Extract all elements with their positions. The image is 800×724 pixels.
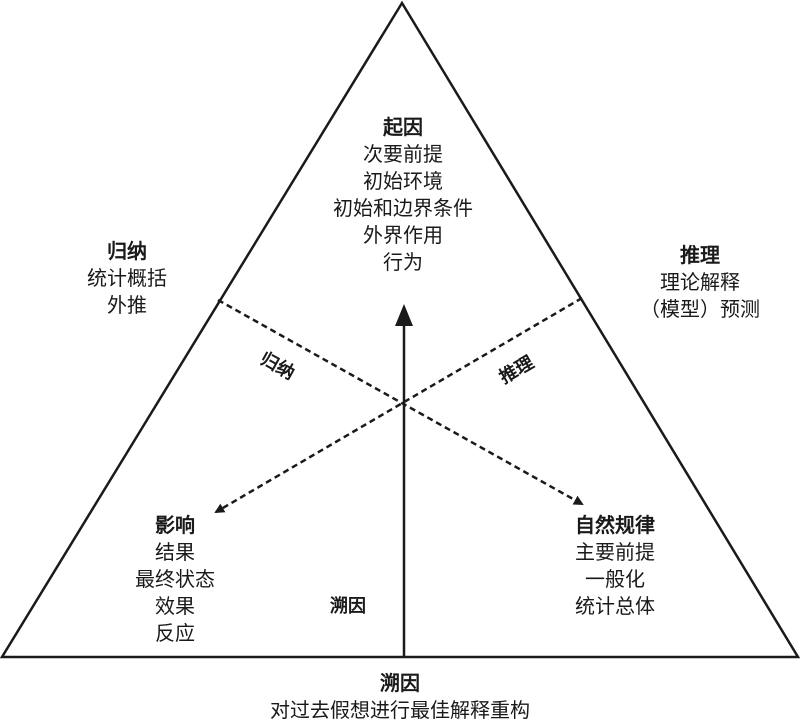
bottom-left-effect-heading: 影响 xyxy=(155,513,195,537)
right-deduction-line: 理论解释 xyxy=(660,270,740,294)
outer-triangle xyxy=(0,0,800,659)
base-abduction-line: 对过去假想进行最佳解释重构 xyxy=(270,698,530,722)
bottom-left-effect-line: 最终状态 xyxy=(135,567,215,591)
base-abduction-heading: 溯因 xyxy=(380,671,420,695)
left-induction-line: 统计概括 xyxy=(87,266,167,290)
solid-arrow-head xyxy=(395,304,413,326)
left-induction-line: 外推 xyxy=(107,293,147,317)
bottom-right-law-line: 一般化 xyxy=(585,567,645,591)
right-deduction-block: 推理 理论解释 （模型）预测 xyxy=(620,242,780,323)
bottom-right-law-line: 主要前提 xyxy=(575,540,655,564)
left-induction-heading: 归纳 xyxy=(107,239,147,263)
top-cause-line: 初始和边界条件 xyxy=(333,196,473,220)
bottom-left-effect-block: 影响 结果 最终状态 效果 反应 xyxy=(110,512,240,647)
top-cause-line: 次要前提 xyxy=(363,142,443,166)
top-cause-block: 起因 次要前提 初始环境 初始和边界条件 外界作用 行为 xyxy=(290,114,516,276)
top-cause-line: 初始环境 xyxy=(363,169,443,193)
bottom-right-law-heading: 自然规律 xyxy=(575,513,655,537)
inner-abduction-label: 溯因 xyxy=(330,596,366,617)
right-deduction-line: （模型）预测 xyxy=(640,297,760,321)
right-deduction-heading: 推理 xyxy=(680,243,720,267)
bottom-right-law-line: 统计总体 xyxy=(575,594,655,618)
bottom-left-effect-line: 效果 xyxy=(155,594,195,618)
bottom-left-effect-line: 结果 xyxy=(155,540,195,564)
base-abduction-block: 溯因 对过去假想进行最佳解释重构 xyxy=(200,670,600,724)
top-cause-line: 行为 xyxy=(383,250,423,274)
left-induction-block: 归纳 统计概括 外推 xyxy=(72,238,182,319)
dashed-arrow-deduction-to-effect xyxy=(214,296,583,514)
bottom-right-law-block: 自然规律 主要前提 一般化 统计总体 xyxy=(545,512,685,620)
top-cause-line: 外界作用 xyxy=(363,223,443,247)
top-cause-heading: 起因 xyxy=(383,115,423,139)
bottom-left-effect-line: 反应 xyxy=(155,621,195,645)
